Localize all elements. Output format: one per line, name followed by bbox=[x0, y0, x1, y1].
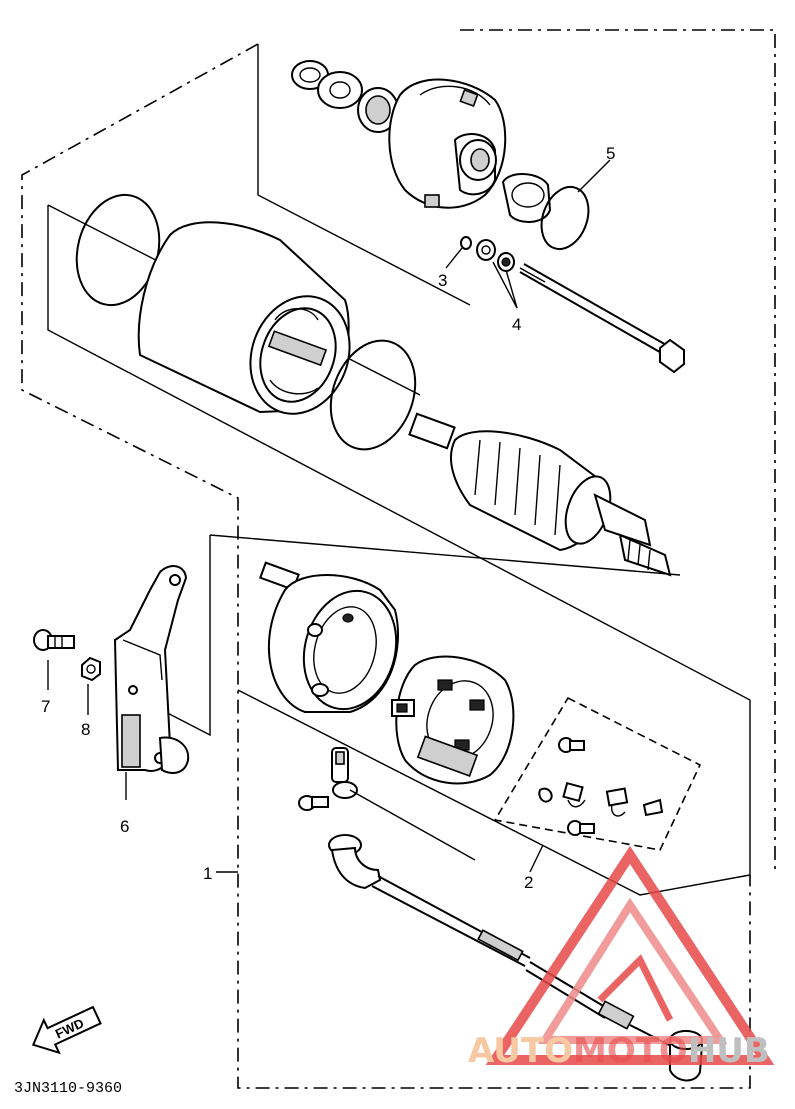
watermark-text: AUTOMOTOHUB bbox=[468, 1031, 770, 1071]
callout-6: 6 bbox=[120, 817, 129, 836]
leaders-top bbox=[445, 159, 611, 309]
assembly-boundary bbox=[21, 29, 776, 1089]
watermark-triangle-outer bbox=[485, 845, 775, 1065]
watermark-logo bbox=[485, 845, 775, 1065]
callout-4: 4 bbox=[512, 315, 521, 334]
washers bbox=[460, 236, 515, 272]
diagram-code: 3JN3110-9360 bbox=[14, 1080, 122, 1097]
nut-8 bbox=[81, 656, 101, 715]
callout-7: 7 bbox=[41, 697, 50, 716]
callout-1: 1 bbox=[203, 864, 212, 883]
small-screw bbox=[298, 795, 329, 811]
watermark-word-auto: AUTO bbox=[468, 1031, 573, 1071]
brush-kit-group bbox=[493, 696, 702, 873]
armature bbox=[408, 412, 672, 577]
front-bracket bbox=[291, 60, 552, 223]
bolt-7 bbox=[33, 629, 75, 690]
fwd-direction-arrow: FWD bbox=[31, 1005, 102, 1055]
brush-holder bbox=[391, 655, 515, 785]
o-ring-5 bbox=[540, 186, 590, 250]
callout-2: 2 bbox=[524, 873, 533, 892]
callout-8: 8 bbox=[81, 720, 90, 739]
through-bolt bbox=[519, 263, 685, 374]
mounting-bracket bbox=[113, 565, 190, 800]
watermark-triangle-inner bbox=[537, 897, 728, 1044]
yoke-housing bbox=[75, 193, 417, 451]
terminal-bolt bbox=[331, 747, 476, 861]
watermark-word-moto: MOTO bbox=[573, 1031, 688, 1071]
rear-cover bbox=[259, 561, 399, 713]
callout-3: 3 bbox=[438, 271, 447, 290]
watermark-word-hub: HUB bbox=[688, 1031, 770, 1071]
callout-5: 5 bbox=[606, 144, 615, 163]
